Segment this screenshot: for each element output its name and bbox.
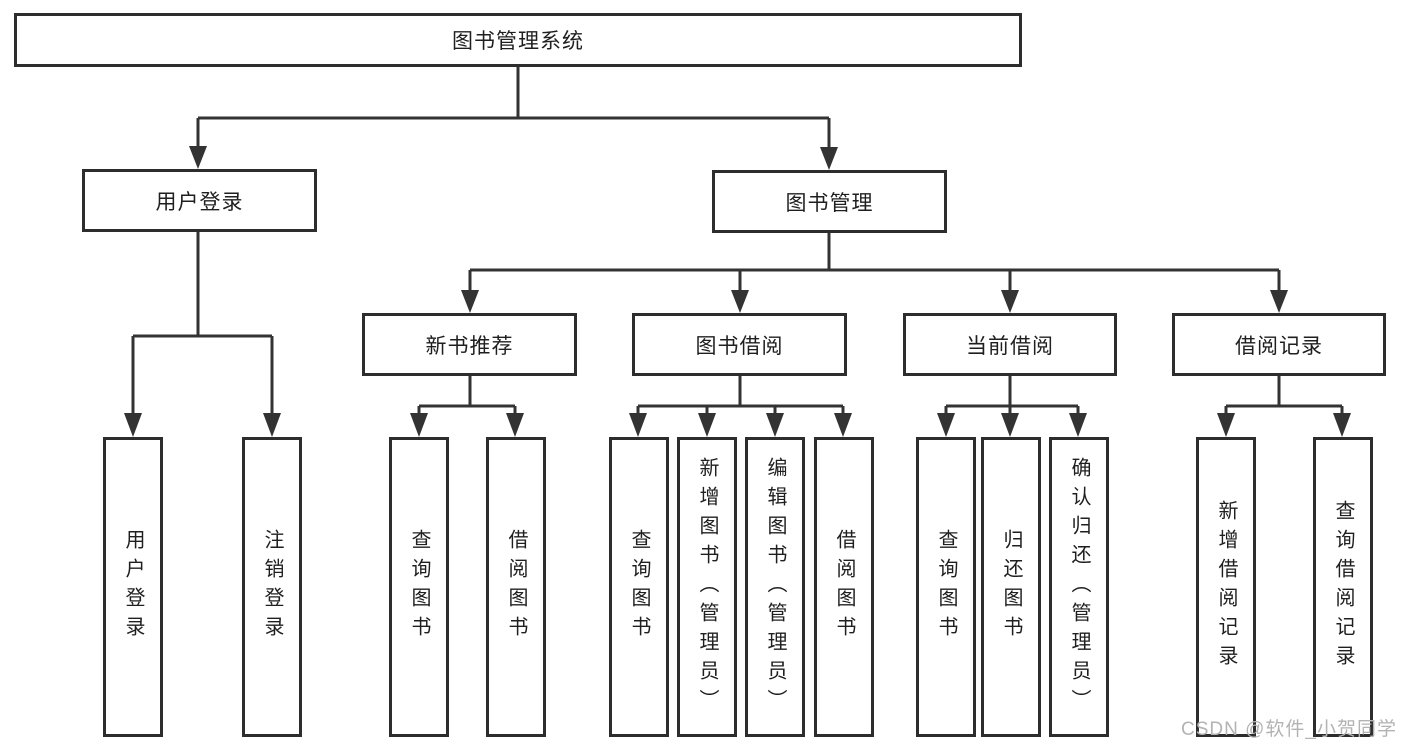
arrowhead (1069, 413, 1087, 437)
leaf-query-book-borrow: 查询图书 (609, 437, 669, 737)
node-user-login: 用户登录 (82, 169, 317, 232)
arrowhead (189, 146, 207, 169)
node-book-management: 图书管理 (712, 170, 947, 233)
arrowhead (834, 413, 852, 437)
watermark: CSDN @软件_小贺同学 (1181, 719, 1397, 740)
arrowhead (731, 290, 749, 313)
arrowhead (937, 413, 955, 437)
arrowhead (1001, 413, 1019, 437)
connector-current (944, 376, 1080, 414)
arrowhead (124, 413, 142, 437)
connector-borrow (636, 376, 845, 414)
leaf-query-borrow-record: 查询借阅记录 (1313, 437, 1373, 737)
connector-root-to-level2 (196, 67, 831, 151)
arrowhead (263, 413, 281, 437)
leaf-edit-book-admin: 编辑图书（管理员） (745, 437, 805, 737)
connector-book-mgmt (468, 233, 1281, 291)
arrowhead (1001, 290, 1019, 313)
leaf-borrow-book: 借阅图书 (814, 437, 874, 737)
node-new-book-recommend: 新书推荐 (362, 313, 577, 376)
arrowhead (629, 413, 647, 437)
arrowhead (698, 413, 716, 437)
leaf-confirm-return-admin: 确认归还（管理员） (1049, 437, 1109, 737)
leaf-borrow-book-recommend: 借阅图书 (486, 437, 546, 737)
arrowhead (1217, 413, 1235, 437)
arrowhead (410, 413, 428, 437)
arrowhead (820, 147, 838, 170)
arrowhead (506, 413, 524, 437)
leaf-query-book-recommend: 查询图书 (389, 437, 449, 737)
connector-records (1224, 376, 1344, 414)
connector-recommend (417, 376, 517, 414)
leaf-add-book-admin: 新增图书（管理员） (677, 437, 737, 737)
connector-user-login (131, 232, 274, 414)
leaf-add-borrow-record: 新增借阅记录 (1196, 437, 1256, 737)
leaf-user-login: 用户登录 (103, 437, 163, 737)
leaf-return-book: 归还图书 (981, 437, 1041, 737)
node-library-management-system: 图书管理系统 (14, 13, 1022, 67)
arrowhead (1333, 413, 1351, 437)
node-current-borrow: 当前借阅 (903, 313, 1117, 376)
arrowhead (1270, 290, 1288, 313)
leaf-logout: 注销登录 (242, 437, 302, 737)
node-book-borrow: 图书借阅 (632, 313, 847, 376)
leaf-query-book-current: 查询图书 (916, 437, 976, 737)
node-borrow-records: 借阅记录 (1172, 313, 1386, 376)
arrowhead (766, 413, 784, 437)
arrowhead (461, 290, 479, 313)
